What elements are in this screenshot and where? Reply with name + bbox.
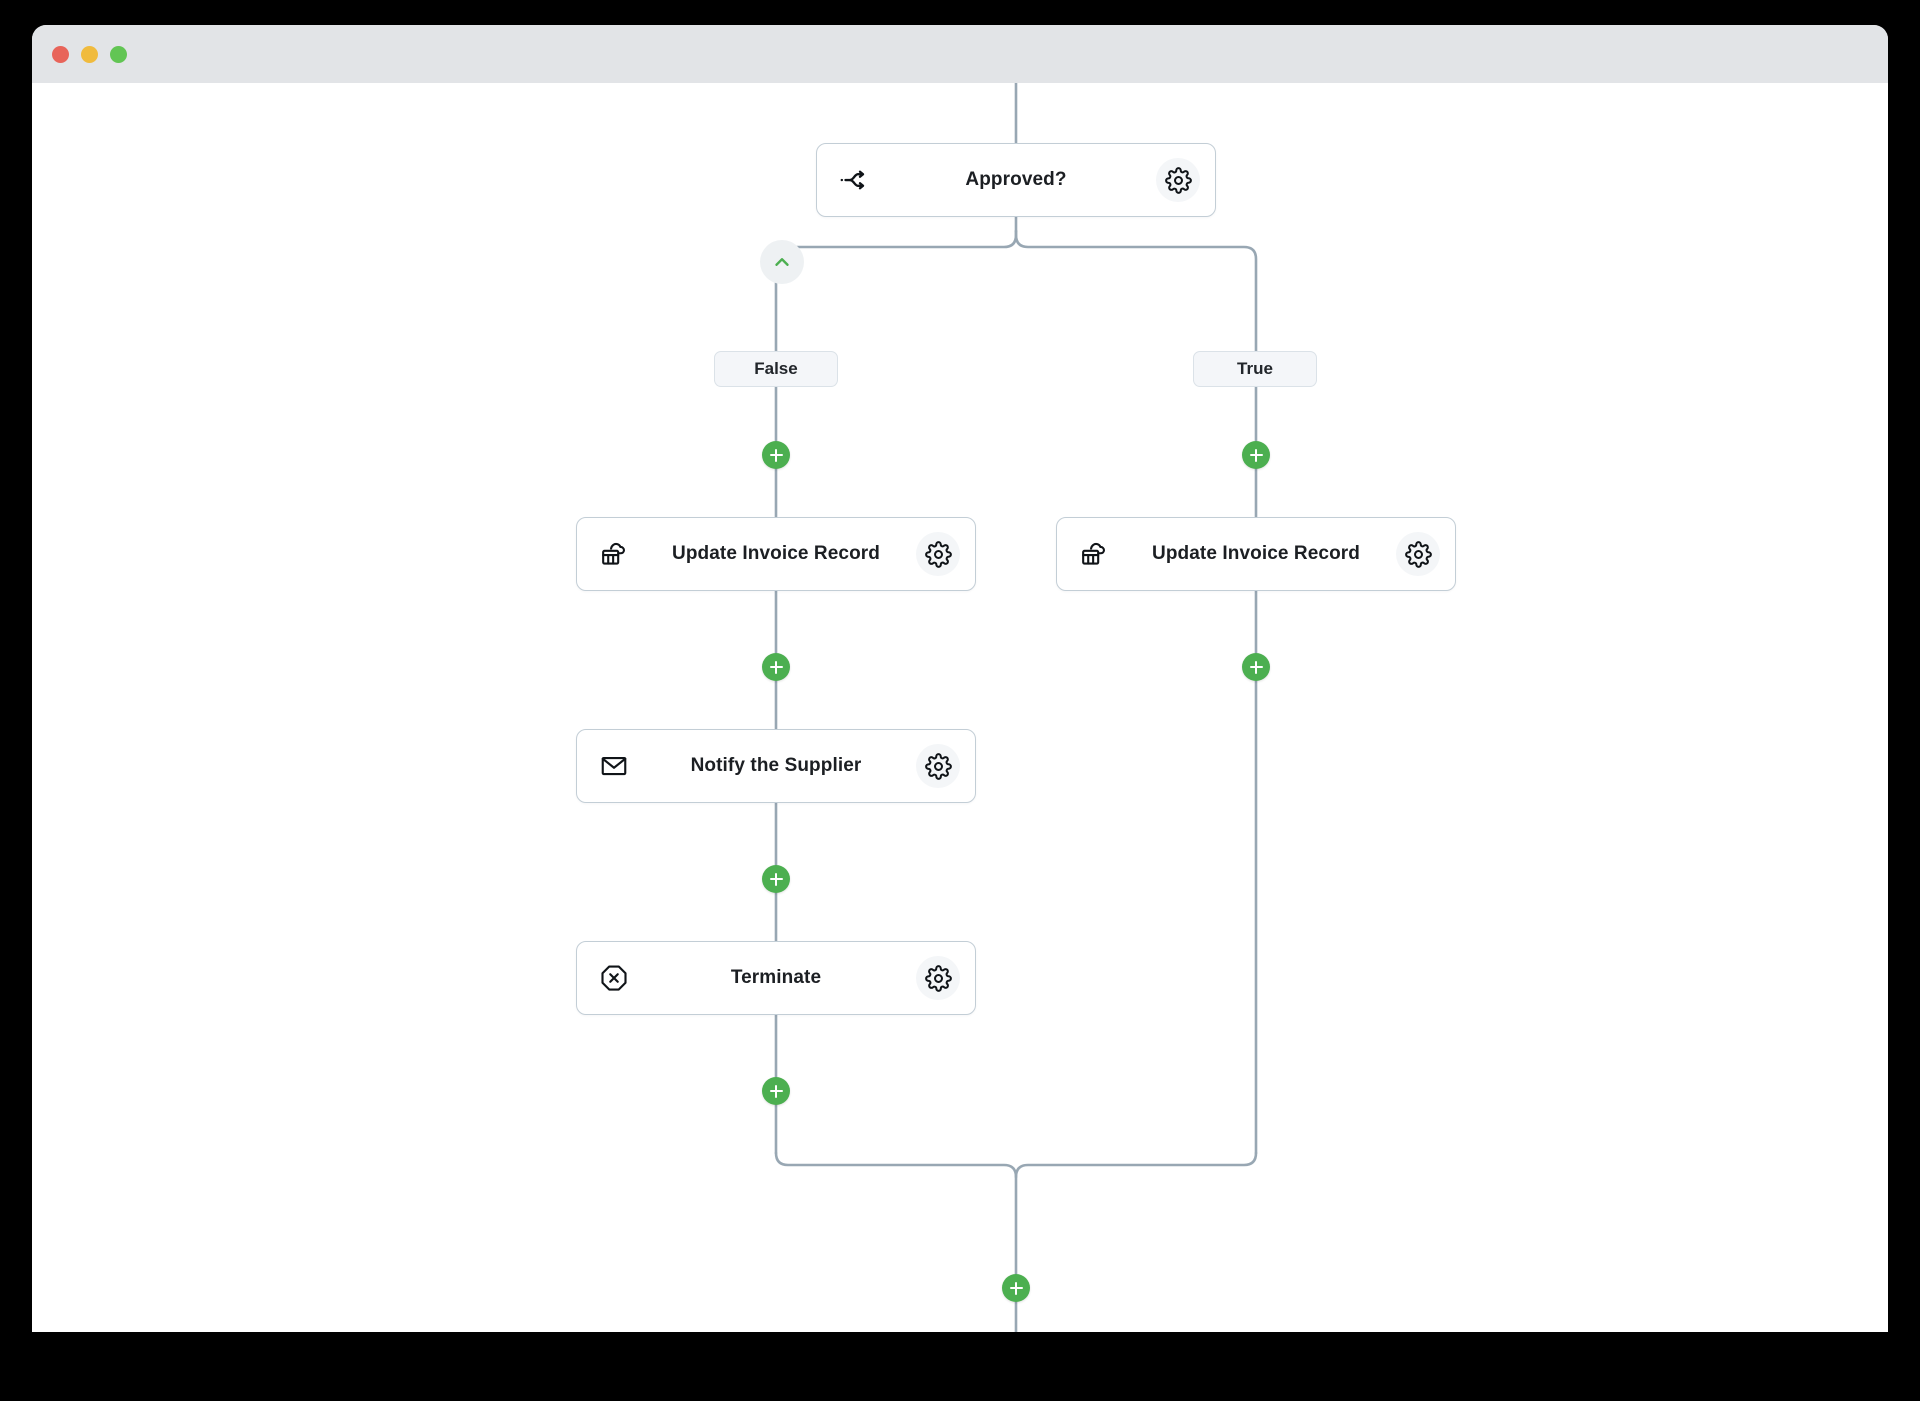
node-settings-button[interactable] (1381, 517, 1455, 591)
node-decision-approved[interactable]: Approved? (816, 143, 1216, 217)
traffic-light-group (52, 25, 127, 83)
node-terminate[interactable]: Terminate (576, 941, 976, 1015)
node-settings-button[interactable] (1141, 143, 1215, 217)
maximize-window-button[interactable] (110, 45, 127, 63)
add-step-button[interactable] (762, 441, 790, 469)
node-settings-button[interactable] (901, 941, 975, 1015)
add-step-button[interactable] (1002, 1274, 1030, 1302)
add-step-button[interactable] (1242, 653, 1270, 681)
gear-icon (916, 532, 960, 576)
gear-icon (1156, 158, 1200, 202)
node-notify-the-supplier[interactable]: Notify the Supplier (576, 729, 976, 803)
cloud-table-icon (577, 517, 651, 591)
node-label: Terminate (730, 967, 822, 988)
gear-icon (916, 744, 960, 788)
add-step-button[interactable] (762, 653, 790, 681)
octagon-x-icon (577, 941, 651, 1015)
cloud-table-icon (1057, 517, 1131, 591)
node-update-invoice-record-false[interactable]: Update Invoice Record (576, 517, 976, 591)
branch-label-true[interactable]: True (1193, 351, 1317, 387)
workflow-canvas[interactable]: Approved? False True (32, 83, 1888, 1332)
add-step-button[interactable] (762, 865, 790, 893)
node-settings-button[interactable] (901, 729, 975, 803)
minimize-window-button[interactable] (81, 45, 98, 63)
node-label: Update Invoice Record (672, 543, 880, 564)
workflow-edges (774, 83, 1258, 1332)
branch-fork-icon (817, 143, 891, 217)
node-settings-button[interactable] (901, 517, 975, 591)
branch-label-false[interactable]: False (714, 351, 838, 387)
close-window-button[interactable] (52, 45, 69, 63)
add-step-button[interactable] (762, 1077, 790, 1105)
chevron-up-icon (771, 251, 793, 273)
node-label: Notify the Supplier (690, 755, 862, 776)
window-titlebar (32, 25, 1888, 83)
app-window: Approved? False True (32, 25, 1888, 1332)
node-update-invoice-record-true[interactable]: Update Invoice Record (1056, 517, 1456, 591)
envelope-icon (577, 729, 651, 803)
collapse-branch-button[interactable] (760, 240, 804, 284)
gear-icon (1396, 532, 1440, 576)
node-label: Update Invoice Record (1152, 543, 1360, 564)
add-step-button[interactable] (1242, 441, 1270, 469)
gear-icon (916, 956, 960, 1000)
node-label: Approved? (965, 169, 1067, 190)
